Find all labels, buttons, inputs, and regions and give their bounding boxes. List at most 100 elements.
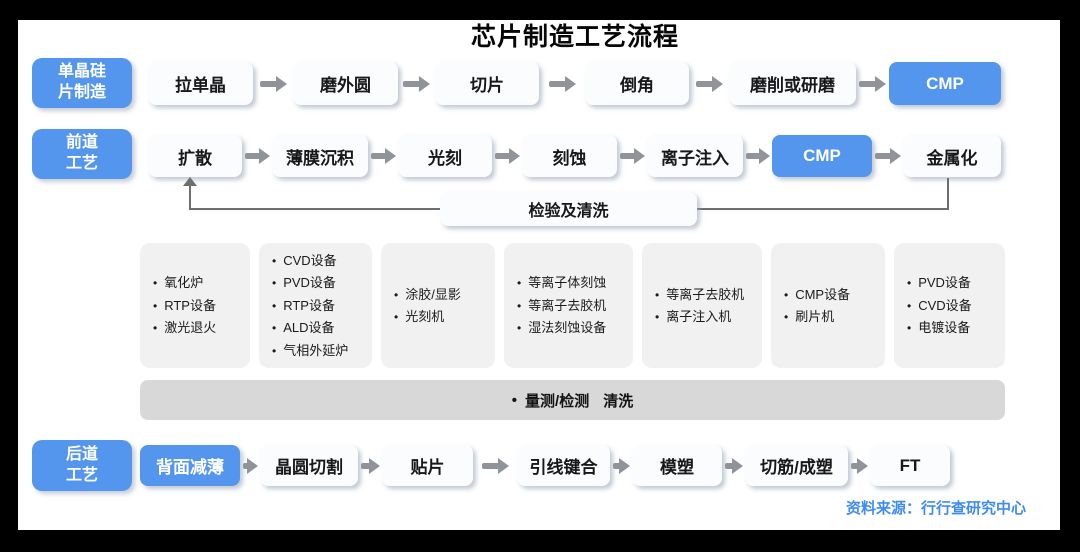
process-step-box: 切片 xyxy=(435,62,539,105)
arrow-head xyxy=(275,75,287,92)
arrow-head xyxy=(384,148,396,164)
stage-label-line: 单晶硅 xyxy=(57,63,106,81)
bullet-icon: • xyxy=(153,321,158,336)
equipment-list-item: •氧化炉 xyxy=(153,273,250,293)
equipment-list-item: •光刻机 xyxy=(394,307,495,327)
arrow-right-icon xyxy=(724,457,743,474)
arrow-right-icon xyxy=(494,148,520,164)
arrow-right-icon xyxy=(850,457,868,474)
process-step-label: 晶圆切割 xyxy=(275,458,343,477)
cleaning-label: 清洗 xyxy=(603,392,634,410)
arrow-right-icon xyxy=(619,148,645,164)
bullet-icon: • xyxy=(655,287,660,302)
arrow-stem xyxy=(242,462,249,469)
arrow-stem xyxy=(619,153,636,159)
equipment-name: 等离子去胶机 xyxy=(666,286,745,302)
arrow-stem xyxy=(494,153,511,159)
arrow-stem xyxy=(612,462,621,469)
arrow-head xyxy=(258,148,270,164)
process-step-box: 引线键合 xyxy=(517,445,610,486)
equipment-list-box: •CVD设备•PVD设备•RTP设备•ALD设备•气相外延炉 xyxy=(259,243,372,368)
equipment-name: 气相外延炉 xyxy=(283,342,349,358)
arrow-stem xyxy=(370,153,387,159)
arrow-head xyxy=(731,457,743,474)
equipment-list-item: • CMP设备 xyxy=(784,285,885,305)
equipment-name: ALD设备 xyxy=(283,320,335,336)
stage-label-line: 后道 xyxy=(65,445,98,463)
equipment-list-item: •PVD设备 xyxy=(272,273,372,293)
bullet-icon: • xyxy=(272,276,277,291)
equipment-list-box: •PVD设备•CVD设备•电镀设备 xyxy=(894,243,1005,368)
arrow-right-icon xyxy=(612,457,630,474)
equipment-list-box: •CMP设备•刷片机 xyxy=(771,243,885,368)
process-step-label: 扩散 xyxy=(178,148,212,168)
arrow-head xyxy=(758,148,770,164)
bullet-icon: • xyxy=(907,276,912,291)
bullet-icon: • xyxy=(784,310,789,324)
equipment-name: CMP设备 xyxy=(795,286,851,302)
arrow-stem xyxy=(874,153,892,159)
bullet-icon: • xyxy=(394,287,399,302)
arrow-head xyxy=(618,457,630,474)
process-step-label: 拉单晶 xyxy=(175,76,226,95)
equipment-list-item: •离子注入机 xyxy=(655,307,762,327)
process-step-label: 磨削或研磨 xyxy=(750,76,835,95)
arrow-right-icon xyxy=(259,75,287,92)
equipment-list-item: •PVD设备 xyxy=(907,273,1005,293)
process-step-box: 磨外圆 xyxy=(293,62,398,105)
arrow-head xyxy=(368,457,380,474)
metrology-label: 量测/检测 xyxy=(525,392,590,410)
process-step-label: 光刻 xyxy=(428,148,462,168)
process-step-label: 贴片 xyxy=(410,458,445,477)
process-step-box: 刻蚀 xyxy=(522,135,617,177)
arrow-head xyxy=(564,75,576,92)
process-step-label: 离子注入 xyxy=(661,148,729,168)
arrow-stem xyxy=(850,462,859,469)
equipment-list-item: •等离子去胶机 xyxy=(517,296,633,316)
process-step-box: 磨削或研磨 xyxy=(729,62,856,105)
process-step-label: 薄膜沉积 xyxy=(286,148,354,168)
process-step-label: 切片 xyxy=(470,76,504,95)
arrow-stem xyxy=(548,80,567,87)
bullet-icon: • xyxy=(272,253,277,268)
bullet-icon: • xyxy=(517,321,522,336)
arrow-right-icon xyxy=(695,75,723,92)
stage-label-line: 工艺 xyxy=(65,155,98,172)
equipment-name: 湿法刻蚀设备 xyxy=(528,320,607,336)
arrow-right-icon xyxy=(745,148,770,164)
arrow-stem xyxy=(403,80,421,87)
equipment-list-item: •激光退火 xyxy=(153,318,250,338)
arrow-stem xyxy=(360,462,371,469)
equipment-list-item: •CVD设备 xyxy=(907,296,1005,316)
equipment-list-item: • CVD设备 xyxy=(272,251,372,271)
equipment-list-box: •氧化炉 • RTP设备 •激光退火 xyxy=(140,243,250,368)
arrow-head xyxy=(875,75,886,92)
equipment-name: 光刻机 xyxy=(405,309,445,324)
process-step-label: CMP xyxy=(926,73,964,93)
process-step-label: 模塑 xyxy=(660,458,694,477)
stage-label-back-end-process: 后道工艺 xyxy=(32,440,132,491)
equipment-name: RTP设备 xyxy=(164,297,216,313)
process-step-label: 切筋/成塑 xyxy=(760,458,833,477)
equipment-list-item: •等离子体刻蚀 xyxy=(517,273,633,293)
arrow-right-icon xyxy=(548,75,576,92)
feedback-connector-line xyxy=(189,184,191,210)
equipment-list-item: •ALD设备 xyxy=(272,318,372,338)
stage-label-line: 片制造 xyxy=(57,84,106,101)
arrow-right-icon xyxy=(403,75,430,92)
arrow-stem xyxy=(259,80,278,87)
equipment-name: CVD设备 xyxy=(283,252,337,268)
equipment-name: 离子注入机 xyxy=(666,309,732,324)
process-step-box: FT xyxy=(870,445,950,486)
equipment-list-box: •涂胶/显影•光刻机 xyxy=(381,243,495,368)
process-step-box: 扩散 xyxy=(148,135,242,177)
bullet-icon: • xyxy=(784,287,789,302)
arrow-stem xyxy=(724,462,734,469)
arrow-stem xyxy=(859,80,877,87)
bullet-icon: • xyxy=(517,276,522,291)
arrow-right-icon xyxy=(242,457,258,474)
process-step-box: 倒角 xyxy=(585,62,689,105)
equipment-name: CVD设备 xyxy=(918,297,972,313)
arrow-head xyxy=(856,457,868,474)
equipment-list-item: •电镀设备 xyxy=(907,318,1005,338)
